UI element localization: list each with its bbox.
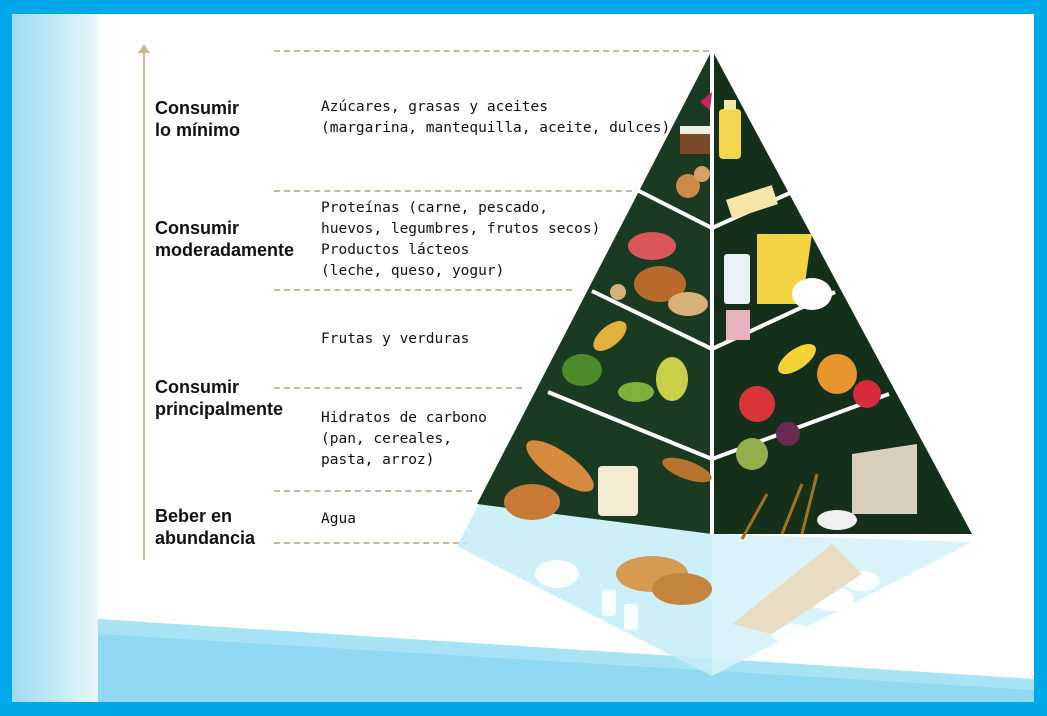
dash-line-top bbox=[274, 50, 709, 52]
description-azucares-grasas: Azúcares, grasas y aceites (margarina, m… bbox=[321, 99, 671, 136]
pyramid-right-face bbox=[712, 50, 972, 534]
dash-line-1 bbox=[274, 190, 642, 192]
guide-arrow bbox=[138, 44, 150, 53]
left-shadow bbox=[12, 14, 98, 702]
category-consumir-lo-minimo: Consumir lo mínimo bbox=[155, 98, 240, 140]
dash-line-bottom bbox=[274, 542, 469, 544]
diagram-frame: Consumir lo mínimo Consumir moderadament… bbox=[12, 14, 1034, 702]
food-carbohydrates bbox=[504, 440, 917, 634]
dash-line-4 bbox=[274, 490, 472, 492]
food-sweets-oils bbox=[676, 92, 778, 219]
description-proteinas-lacteos: Proteínas (carne, pescado, huevos, legum… bbox=[321, 200, 601, 279]
water-glass-base bbox=[457, 502, 972, 676]
category-consumir-moderadamente: Consumir moderadamente bbox=[155, 218, 295, 260]
description-agua: Agua bbox=[321, 511, 356, 527]
food-pyramid bbox=[457, 50, 972, 676]
description-hidratos-carbono: Hidratos de carbono (pan, cereales, past… bbox=[321, 410, 487, 468]
food-proteins-dairy bbox=[610, 232, 832, 340]
category-consumir-principalmente: Consumir principalmente bbox=[155, 377, 284, 419]
tier-separators bbox=[547, 50, 890, 534]
guide-vertical-line bbox=[143, 50, 145, 560]
food-fruits-vegetables bbox=[562, 321, 881, 470]
description-frutas-verduras: Frutas y verduras bbox=[321, 331, 470, 347]
dash-line-2 bbox=[274, 289, 572, 291]
category-beber-en-abundancia: Beber en abundancia bbox=[155, 506, 256, 548]
dash-line-3 bbox=[274, 387, 522, 389]
